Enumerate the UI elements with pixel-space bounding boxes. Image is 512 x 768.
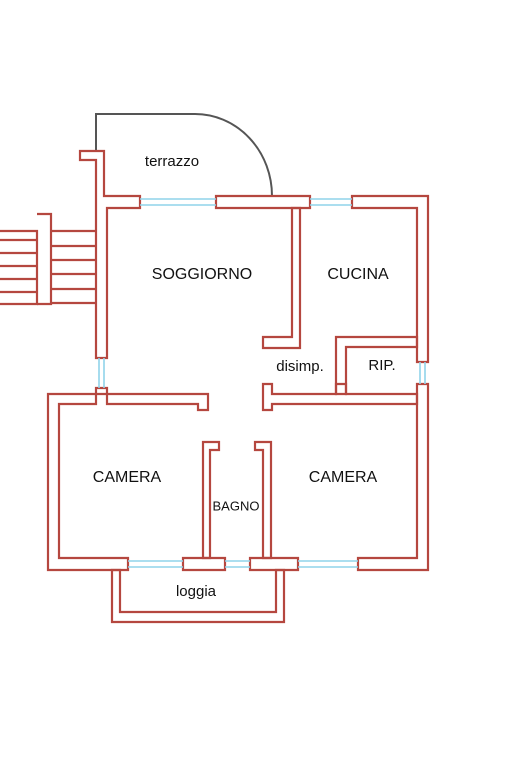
room-label-camera-left: CAMERA: [93, 469, 162, 486]
room-label-disimpegno: disimp.: [276, 358, 324, 375]
room-label-bagno: BAGNO: [213, 498, 260, 513]
windows: [98, 198, 426, 568]
room-labels: terrazzo SOGGIORNO CUCINA disimp. RIP. C…: [93, 153, 396, 600]
room-label-soggiorno: SOGGIORNO: [152, 266, 252, 283]
room-label-camera-right: CAMERA: [309, 469, 378, 486]
outer-walls: [46, 149, 430, 572]
external-staircase: [0, 212, 96, 306]
terrace-door-swing: [95, 113, 273, 197]
room-label-cucina: CUCINA: [327, 266, 389, 283]
room-label-terrazzo: terrazzo: [145, 153, 199, 170]
loggia-walls: [110, 568, 286, 624]
room-label-ripostiglio: RIP.: [368, 357, 395, 374]
inner-walls: [105, 206, 419, 560]
room-label-loggia: loggia: [176, 583, 217, 600]
